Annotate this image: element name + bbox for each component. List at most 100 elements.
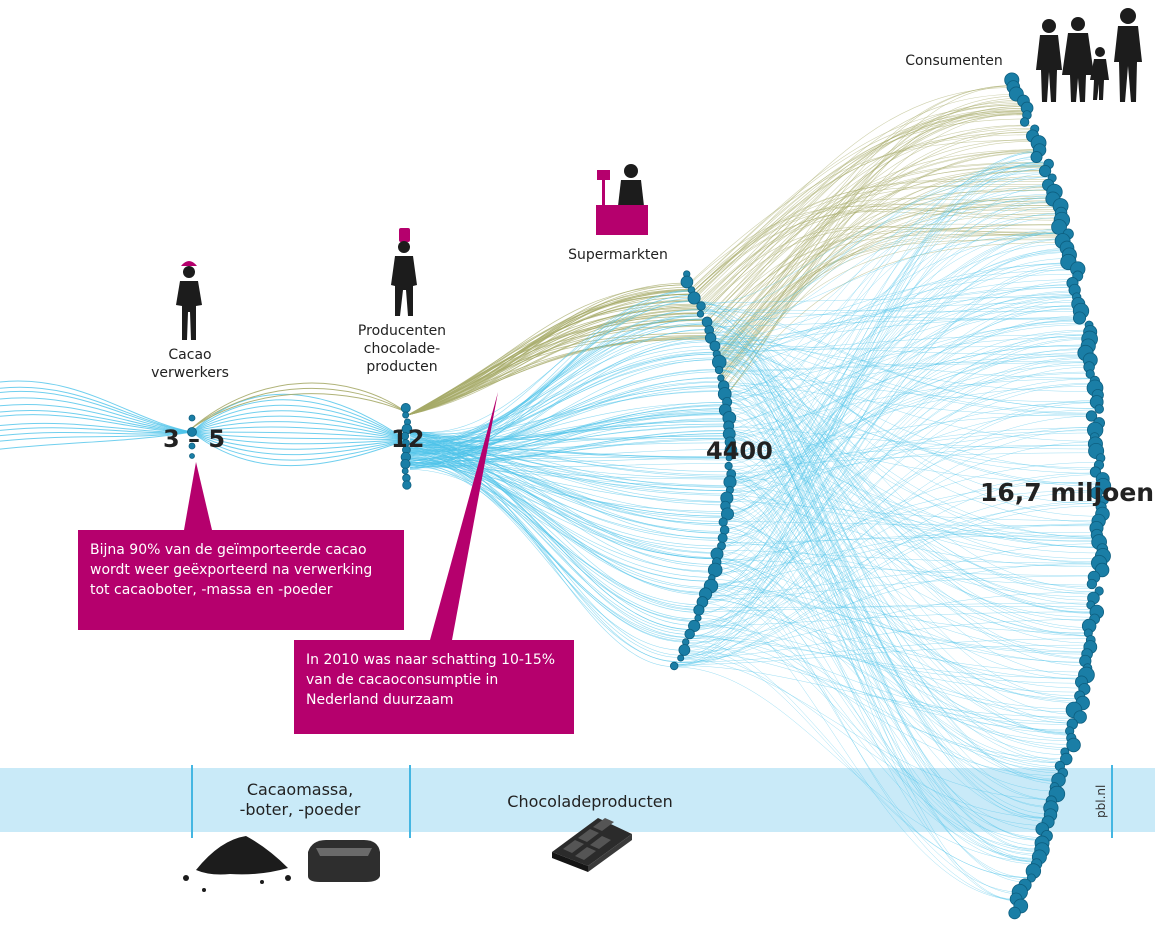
flow-line-to-supermarket	[409, 419, 728, 447]
flow-line-to-consumer	[716, 356, 1088, 659]
flow-line-to-consumer	[715, 354, 1050, 818]
flow-line-to-supermarket	[409, 435, 730, 462]
flow-line-to-consumer	[683, 264, 1073, 649]
flow-line-to-supermarket	[409, 413, 728, 455]
flow-line-to-consumer-olive	[718, 233, 1065, 369]
flow-line-to-consumer	[717, 558, 1074, 732]
label-producenten: Producenten chocolade- producten	[352, 322, 452, 376]
flow-line-to-supermarket-olive	[407, 338, 712, 416]
flow-line-to-consumer	[721, 541, 1097, 586]
flow-line-processing-olive	[191, 382, 407, 429]
flow-line-to-consumer	[718, 364, 1094, 613]
consumer-node	[1019, 117, 1030, 127]
flow-line-to-consumer	[729, 453, 1099, 562]
flow-line-to-consumer	[727, 195, 1054, 417]
supermarket-node	[724, 461, 733, 471]
flow-line-to-consumer	[701, 311, 1084, 320]
flow-line-to-consumer	[729, 156, 1042, 479]
flow-line-to-supermarket	[409, 454, 678, 663]
flow-line-to-consumer-olive	[716, 224, 1063, 360]
consumer-node	[1086, 578, 1098, 590]
flow-line-to-supermarket	[409, 465, 680, 658]
callout-export-line2: wordt weer geëxporteerd na verwerking	[90, 562, 373, 578]
flow-line-to-consumer	[729, 324, 1085, 471]
flow-line-to-consumer	[678, 268, 1074, 659]
flow-line-to-consumer	[729, 439, 1099, 554]
flow-line-to-consumer	[720, 232, 1065, 547]
flow-line-to-consumer	[729, 158, 1042, 456]
flow-line-to-consumer	[676, 543, 1100, 664]
flow-line-to-consumer	[727, 413, 1073, 734]
verwerker-node	[187, 427, 197, 437]
credit-label: pbl.nl	[1094, 784, 1108, 818]
flow-line-to-supermarket	[409, 438, 693, 630]
flow-line-import	[0, 386, 193, 433]
supermarket-node	[684, 628, 695, 640]
supermarket-node	[717, 374, 725, 382]
flow-line-to-supermarket	[409, 469, 703, 606]
flow-line-to-consumer	[689, 299, 1081, 637]
flow-line-to-supermarket	[409, 441, 721, 547]
flow-line-to-consumer	[699, 306, 1096, 409]
flow-line-to-consumer	[708, 331, 1097, 414]
flow-line-to-consumer	[729, 433, 1094, 618]
flow-line-to-consumer	[676, 638, 1091, 663]
flow-line-to-consumer	[725, 296, 1080, 522]
flow-line-to-consumer	[678, 658, 1056, 800]
flow-line-to-consumer-olive	[710, 150, 1040, 339]
supermarket-node	[696, 301, 706, 311]
flow-line-to-consumer-olive	[721, 152, 1040, 380]
flow-line-to-consumer	[728, 426, 1099, 450]
flow-line-to-supermarket	[409, 455, 716, 565]
band-label-cacaomassa-line2: -boter, -poeder	[239, 800, 361, 819]
flow-line-to-consumer	[715, 566, 1043, 841]
flow-line-to-consumer	[703, 602, 1021, 901]
flow-line-to-consumer-olive	[696, 114, 1026, 301]
flow-line-to-supermarket-olive	[407, 319, 705, 416]
flow-line-to-consumer	[717, 557, 1071, 745]
flow-line-to-consumer	[716, 562, 1038, 855]
flow-line-to-consumer	[689, 150, 1040, 638]
flow-line-to-consumer	[706, 193, 1054, 325]
count-supermarkten: 4400	[706, 437, 773, 465]
flow-line-to-consumer	[729, 386, 1094, 456]
flow-line-to-consumer	[724, 395, 1097, 588]
flow-line-to-consumer-olive	[695, 132, 1033, 298]
family-icon	[1036, 8, 1142, 102]
flow-line-to-consumer-olive	[721, 95, 1019, 380]
flow-line-to-supermarket	[409, 414, 728, 441]
flow-line-to-consumer	[727, 418, 1041, 847]
label-consumenten: Consumenten	[905, 53, 1003, 69]
flow-line-to-consumer	[707, 327, 1073, 735]
supermarket-node	[687, 291, 701, 305]
label-verwerkers: Cacao verwerkers	[150, 346, 230, 382]
flow-line-to-consumer	[681, 652, 1050, 819]
flow-line-processing	[191, 404, 407, 441]
flow-line-to-consumer	[721, 535, 1100, 544]
producent-node	[402, 411, 410, 419]
flow-line-to-consumer	[706, 594, 1079, 710]
flow-line-to-supermarket	[409, 318, 705, 470]
flow-line-to-consumer	[728, 163, 1044, 430]
flow-line-to-consumer-olive	[714, 85, 1015, 352]
flow-line-to-consumer-olive	[694, 87, 1016, 296]
flow-line-to-consumer	[725, 185, 1051, 404]
flow-line-to-supermarket	[409, 462, 728, 503]
flow-line-to-consumer-olive	[705, 149, 1039, 323]
flow-line-processing	[191, 431, 407, 441]
flow-line-to-consumer-olive	[707, 128, 1032, 328]
callout-pointer-export	[184, 462, 212, 530]
flow-line-to-supermarket	[409, 450, 729, 491]
flow-line-to-consumer	[680, 491, 1100, 657]
flow-line-to-supermarket-olive	[407, 332, 710, 416]
flow-line-to-consumer	[712, 281, 1077, 576]
count-consumenten: 16,7 miljoen	[980, 478, 1155, 507]
flow-line-to-consumer	[713, 348, 1085, 676]
flow-line-to-consumer	[726, 249, 1069, 515]
band-label-cacaomassa-line1: Cacaomassa,	[246, 780, 354, 799]
flow-line-to-supermarket-olive	[407, 337, 711, 416]
flow-line-to-consumer	[708, 196, 1055, 589]
flow-line-to-consumer	[718, 189, 1052, 368]
flow-line-import	[0, 410, 193, 433]
flow-line-to-consumer-olive	[694, 209, 1060, 297]
